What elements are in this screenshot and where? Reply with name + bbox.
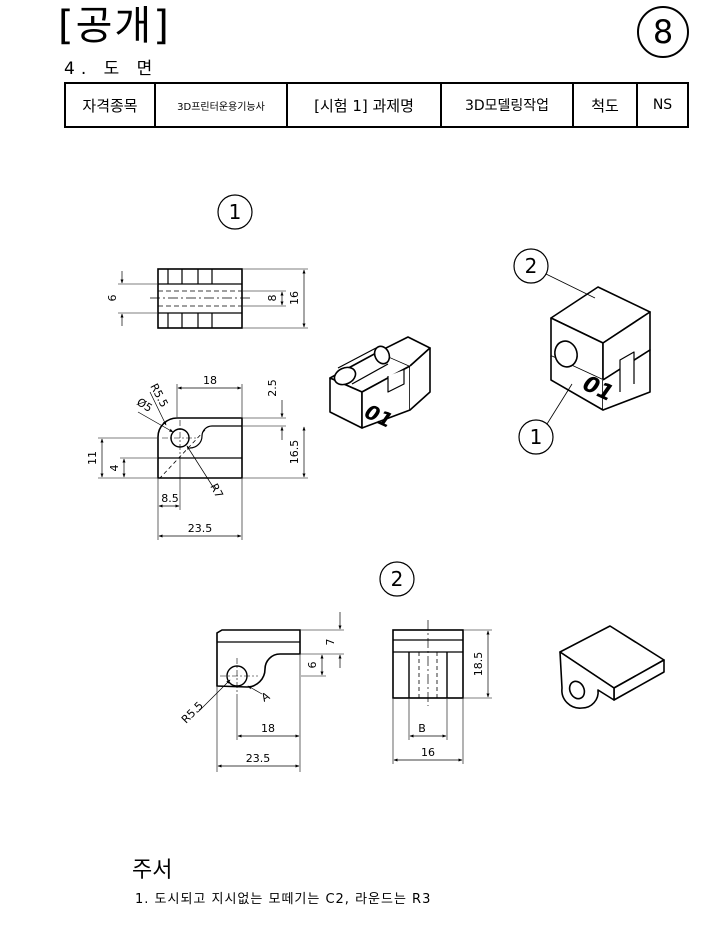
dim-part1-8-5: 8.5 (161, 492, 179, 505)
section-label: 4. 도 면 (64, 59, 159, 79)
dim-part2-18-5: 18.5 (472, 652, 485, 677)
part1-top-view (118, 268, 308, 329)
part2-side-view (392, 620, 492, 764)
balloon-assembly-part2: 2 (513, 248, 596, 299)
dim-part2-23-5: 23.5 (246, 752, 271, 765)
dim-part1-hole-dia: Ø5 (134, 396, 154, 415)
balloon-part2-title: 2 (379, 561, 415, 597)
task-label-cell: [시험 1] 과제명 (286, 82, 442, 128)
field-value-cell: 3D프린터운용기능사 (154, 82, 288, 128)
part1-front-view (98, 384, 308, 540)
dim-part1-23-5: 23.5 (188, 522, 213, 535)
dim-part1-front-18: 18 (203, 374, 217, 387)
part2-front-view (197, 612, 344, 772)
dim-part1-top-6: 6 (106, 295, 119, 302)
svg-text:1: 1 (530, 425, 543, 449)
scale-value-cell: NS (636, 82, 689, 128)
dim-part2-b: B (418, 722, 426, 735)
dim-part2-6: 6 (306, 662, 319, 669)
dim-part1-front-2-5: 2.5 (266, 379, 279, 397)
svg-text:1: 1 (229, 200, 242, 224)
field-label-cell: 자격종목 (64, 82, 156, 128)
title-block-row: 자격종목 3D프린터운용기능사 [시험 1] 과제명 3D모델링작업 척도 NS (64, 82, 689, 128)
dim-part1-front-4: 4 (108, 465, 121, 472)
dim-part2-7: 7 (324, 639, 337, 646)
assembly-isometric (550, 286, 651, 411)
title-block-table: 자격종목 3D프린터운용기능사 [시험 1] 과제명 3D모델링작업 척도 NS (64, 82, 689, 128)
dim-part2-mark-a: A (259, 689, 272, 704)
task-value-cell: 3D모델링작업 (440, 82, 574, 128)
part1-isometric (329, 336, 431, 429)
dim-part1-r7: R7 (207, 481, 225, 500)
dim-part1-front-11: 11 (86, 451, 99, 465)
balloon-assembly-part1: 1 (518, 383, 573, 455)
scale-label-cell: 척도 (572, 82, 638, 128)
note-line-1: 1. 도시되고 지시없는 모떼기는 C2, 라운드는 R3 (135, 892, 432, 907)
document-heading: [공개] (58, 3, 171, 49)
balloon-part1-title: 1 (217, 194, 253, 230)
dim-part1-front-16-5: 16.5 (288, 440, 301, 465)
dim-part2-18: 18 (261, 722, 275, 735)
notes-title: 주서 (132, 858, 173, 883)
dim-part2-16: 16 (421, 746, 435, 759)
part2-isometric (559, 625, 665, 709)
svg-text:2: 2 (525, 254, 538, 278)
sheet-number-badge: 8 (637, 6, 689, 58)
dim-part1-top-8: 8 (266, 295, 279, 302)
dim-part2-r5-5: R5.5 (179, 699, 206, 726)
dim-part1-top-16: 16 (288, 291, 301, 305)
svg-text:2: 2 (391, 567, 404, 591)
